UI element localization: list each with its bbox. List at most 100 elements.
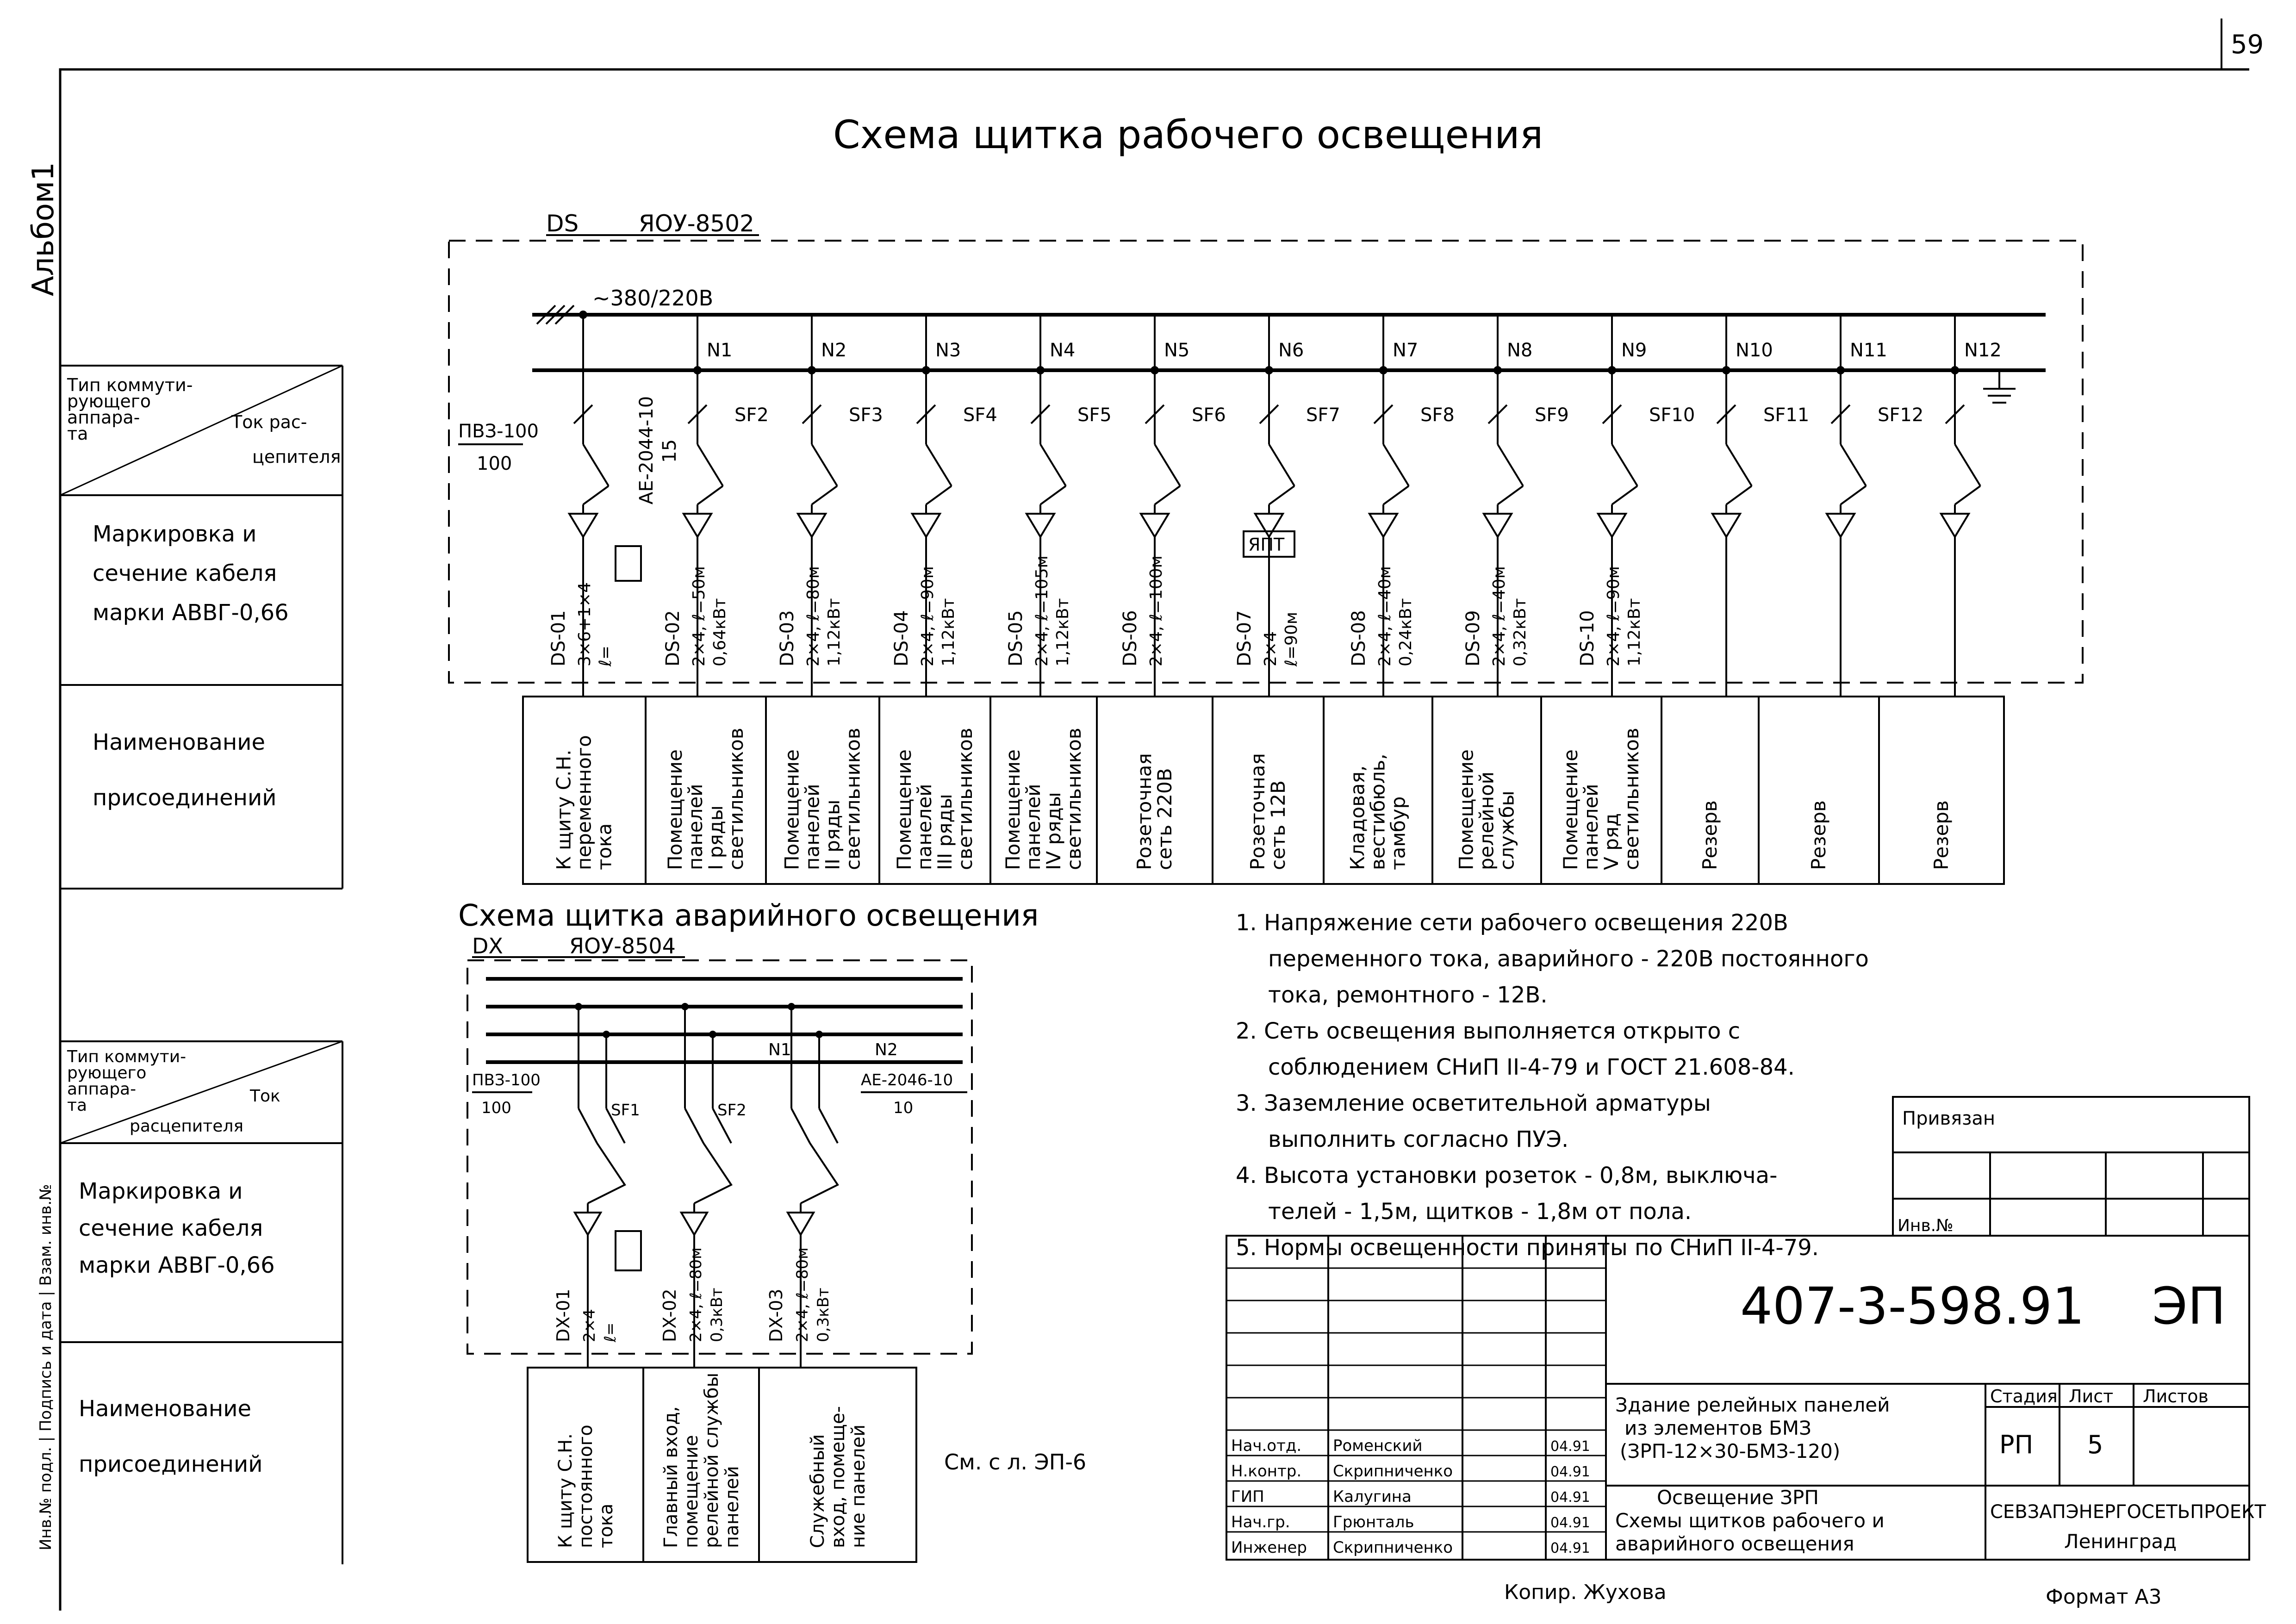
feeder-5-trip-mark xyxy=(1145,404,1165,424)
feeder-2-trip-mark xyxy=(802,404,822,424)
working-panel-type: ЯОУ-8502 xyxy=(639,210,754,237)
em-feeder-2-n-label: N2 xyxy=(875,1040,898,1059)
feeder-7-breaker-return xyxy=(1382,485,1410,505)
feeder-4-cable-name: DS-05 xyxy=(1005,610,1027,666)
feeder-5-cable-triangle xyxy=(1139,513,1170,539)
feeder-1-breaker-return xyxy=(697,485,724,505)
svg-text:Наименование: Наименование xyxy=(79,1396,251,1422)
feeder-4-n-label: N4 xyxy=(1050,340,1075,361)
emergency-ref-note: См. с л. ЭП-6 xyxy=(944,1450,1086,1475)
stamp-name-3: Грюнталь xyxy=(1333,1513,1414,1531)
feeder-9-sf-label: SF10 xyxy=(1649,404,1695,426)
feeder-6-cable-name: DS-07 xyxy=(1234,610,1255,666)
em-desc-2-line-2: ние панелей xyxy=(848,1425,869,1548)
em-desc-1-line-3: панелей xyxy=(722,1466,743,1548)
feeder-8-trip-mark xyxy=(1487,404,1508,424)
feeder-8-cable-spec: 2×4, ℓ=40м xyxy=(1490,566,1509,666)
feeder-5-cable-spec: 2×4, ℓ=100м xyxy=(1147,555,1166,666)
working-desc-4-line-3: светильников xyxy=(1063,728,1085,870)
inv-stamp-label: Инв.№ подл. | Подпись и дата | Взам. инв… xyxy=(37,1184,55,1550)
feeder-1-cable-triangle xyxy=(682,513,713,539)
feeder-0-cable-triangle xyxy=(567,513,599,539)
em-feeder-2-blade-1 xyxy=(818,1108,839,1144)
working-desc-9-line-3: светильников xyxy=(1620,728,1643,870)
em-desc-2-line-0: Служебный xyxy=(807,1434,828,1548)
stamp-date-0: 04.91 xyxy=(1550,1438,1590,1455)
feeder-6-sf-label: SF7 xyxy=(1306,404,1340,426)
feeder-0-breaker-blade xyxy=(582,443,610,487)
note-3-line-1: выполнить согласно ПУЭ. xyxy=(1268,1126,1568,1152)
feeder-10-breaker-blade xyxy=(1725,443,1753,487)
feeder-1-cable-spec2: 0,64кВт xyxy=(710,598,729,666)
em-feeder-1-blade-1 xyxy=(712,1108,732,1144)
svg-text:аппара-: аппара- xyxy=(67,1080,136,1099)
feeder-8-cable-name: DS-09 xyxy=(1462,610,1484,666)
feeder-9-n-label: N9 xyxy=(1621,340,1647,361)
feeder-7-cable-spec2: 0,24кВт xyxy=(1396,598,1415,666)
feeder-7-sf-label: SF8 xyxy=(1420,404,1455,426)
svg-text:Здание релейных панелей: Здание релейных панелей xyxy=(1615,1394,1890,1416)
feeder-8-cable-spec2: 0,32кВт xyxy=(1511,598,1530,666)
svg-text:сечение кабеля: сечение кабеля xyxy=(79,1215,263,1241)
working-desc-4-line-0: Помещение xyxy=(1002,749,1024,870)
working-desc-5-line-0: Розеточная xyxy=(1133,753,1156,870)
feeder-7-trip-mark xyxy=(1373,404,1394,424)
working-desc-3-line-3: светильников xyxy=(954,728,977,870)
feeder-8-breaker-return xyxy=(1497,485,1524,505)
feeder-1-trip-mark xyxy=(687,404,708,424)
svg-text:аварийного освещения: аварийного освещения xyxy=(1615,1532,1854,1555)
three-phase-mark xyxy=(536,305,575,325)
stamp-date-2: 04.91 xyxy=(1550,1489,1590,1506)
feeder-6-cable-triangle xyxy=(1253,513,1285,539)
svg-text:Ток рас-: Ток рас- xyxy=(231,412,307,432)
working-desc-2-line-2: II ряды xyxy=(821,800,844,870)
feeder-2-n-label: N2 xyxy=(821,340,846,361)
note-2-line-1: соблюдением СНиП II-4-79 и ГОСТ 21.608-8… xyxy=(1268,1054,1795,1080)
svg-text:Тип коммути-: Тип коммути- xyxy=(67,1047,186,1066)
feeder-3-trip-mark xyxy=(916,404,936,424)
em-desc-1-line-1: помещение xyxy=(681,1435,702,1548)
working-group-breaker-rating: 15 xyxy=(659,439,680,463)
svg-text:Схемы щитков рабочего и: Схемы щитков рабочего и xyxy=(1615,1509,1885,1532)
feeder-10-trip-mark xyxy=(1716,404,1736,424)
ground-icon xyxy=(1983,370,2016,404)
svg-text:та: та xyxy=(67,1096,87,1115)
feeder-9-cable-spec2: 1,12кВт xyxy=(1625,598,1644,666)
feeder-1-cable-name: DS-02 xyxy=(662,610,684,666)
feeder-7-breaker-blade xyxy=(1382,443,1410,487)
em-feeder-1-n-label: N1 xyxy=(768,1040,791,1059)
note-1-line-0: 1. Напряжение сети рабочего освещения 22… xyxy=(1236,910,1788,936)
sheet-frame xyxy=(59,68,2249,1611)
em-feeder-0-blade-0 xyxy=(578,1108,598,1144)
sheet-title: Освещение ЗРП Схемы щитков рабочего и ав… xyxy=(1615,1486,1885,1555)
stamp-role-0: Нач.отд. xyxy=(1231,1437,1301,1455)
copy-label: Копир. Жухова xyxy=(1504,1580,1667,1604)
em-feeder-0-node-1 xyxy=(603,1031,610,1038)
stamp-date-4: 04.91 xyxy=(1550,1540,1590,1556)
feeder-3-cable-spec: 2×4, ℓ=90м xyxy=(918,566,937,666)
working-desc-7-line-1: вестибюль, xyxy=(1367,753,1389,870)
stamp-name-0: Роменский xyxy=(1333,1437,1423,1455)
feeder-6-load-box xyxy=(1243,530,1295,558)
em-desc-0-line-1: постоянного xyxy=(575,1425,597,1548)
feeder-2-cable-name: DS-03 xyxy=(777,610,798,666)
em-feeder-2-node-0 xyxy=(788,1003,795,1010)
feeder-5-cable-name: DS-06 xyxy=(1120,610,1141,666)
em-desc-0-line-0: К щиту С.Н. xyxy=(555,1433,576,1548)
working-desc-9-line-1: панелей xyxy=(1580,784,1602,870)
em-feeder-1-cable-spec: 2×4, ℓ=80м xyxy=(687,1247,705,1342)
feeder-0-cable-spec2: ℓ= xyxy=(596,646,615,667)
feeder-11-sf-label: SF12 xyxy=(1878,404,1923,426)
feeder-0-trip-mark xyxy=(573,404,593,424)
em-feeder-1-sf-label: SF2 xyxy=(717,1101,747,1120)
working-desc-3-line-0: Помещение xyxy=(893,749,915,870)
left-legend-table-1 xyxy=(60,365,343,890)
note-1-line-2: тока, ремонтного - 12В. xyxy=(1268,982,1548,1008)
em-feeder-2-cable-triangle xyxy=(786,1212,815,1237)
feeder-4-cable-triangle xyxy=(1025,513,1056,539)
feeder-3-sf-label: SF4 xyxy=(963,404,997,426)
svg-text:рующего: рующего xyxy=(67,391,151,411)
